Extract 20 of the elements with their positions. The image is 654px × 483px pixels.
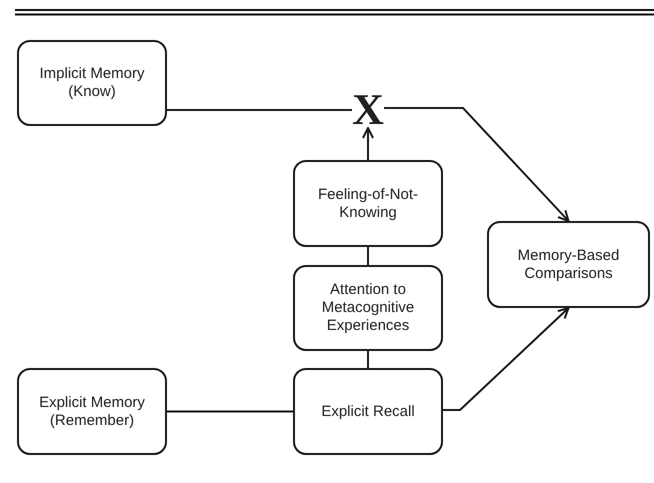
box-label: Implicit Memory (Know) bbox=[38, 65, 146, 101]
process-box bbox=[293, 265, 443, 351]
box-label: Feeling-of-Not-Knowing bbox=[316, 186, 420, 222]
connector-line bbox=[167, 410, 293, 412]
process-box bbox=[17, 368, 167, 455]
connector-line bbox=[367, 247, 369, 265]
process-box bbox=[293, 160, 443, 247]
box-label: Explicit Memory (Remember) bbox=[38, 394, 146, 430]
connector-line bbox=[167, 109, 352, 111]
arrow bbox=[384, 107, 570, 222]
cross-mark-label: X bbox=[352, 92, 384, 128]
box-label: Memory-Based Comparisons bbox=[516, 246, 620, 282]
connector-line bbox=[367, 351, 369, 368]
box-label: Attention to Metacognitive Experiences bbox=[320, 281, 416, 335]
box-label: Explicit Recall bbox=[321, 402, 415, 420]
arrow bbox=[362, 127, 374, 160]
process-box bbox=[293, 368, 443, 455]
process-box bbox=[17, 40, 167, 126]
arrow bbox=[443, 307, 570, 411]
process-box bbox=[487, 221, 650, 308]
